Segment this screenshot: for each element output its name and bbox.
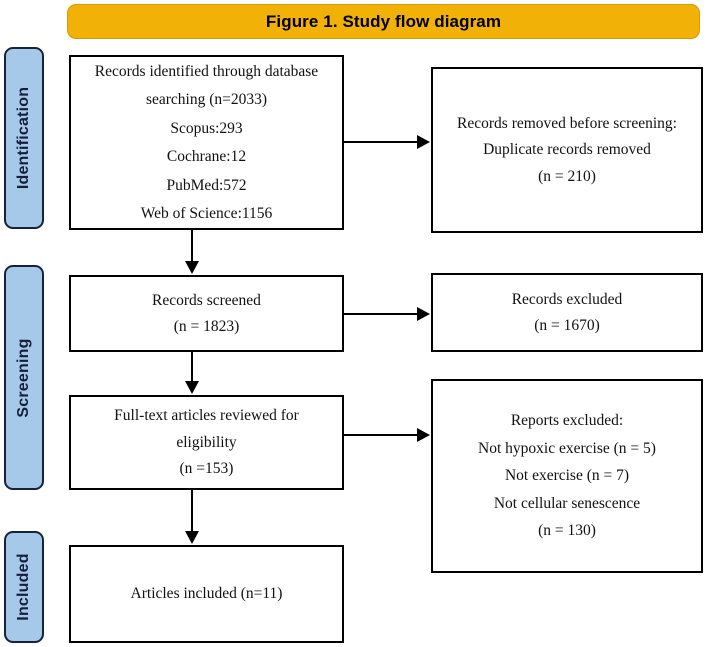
- box-line: (n = 210): [538, 167, 596, 185]
- box-line: Articles included (n=11): [130, 585, 283, 603]
- stage-label-screening: Screening: [15, 337, 32, 418]
- box-line: Not hypoxic exercise (n = 5): [478, 439, 656, 457]
- arrow-down-icon: [185, 381, 199, 394]
- connector-identified-to-screened: [191, 230, 193, 262]
- connector-screened-to-excluded: [344, 313, 418, 315]
- connector-identified-to-removed: [344, 141, 418, 143]
- box-line: Not cellular senescence: [493, 494, 641, 512]
- box-line: Duplicate records removed: [483, 141, 651, 159]
- box-line: Cochrane:12: [166, 148, 247, 165]
- box-records-removed: Records removed before screening: Duplic…: [431, 67, 703, 233]
- box-line: searching (n=2033): [145, 91, 268, 108]
- stage-label-included: Included: [15, 553, 32, 621]
- box-line: (n = 130): [538, 522, 596, 540]
- figure-title-banner: Figure 1. Study flow diagram: [67, 4, 700, 39]
- arrow-right-icon: [417, 428, 430, 442]
- stage-pill-screening: Screening: [4, 265, 44, 490]
- arrow-right-icon: [417, 135, 430, 149]
- box-line: Records removed before screening:: [457, 114, 677, 132]
- box-line: Records screened: [152, 291, 261, 309]
- box-records-identified: Records identified through database sear…: [69, 55, 344, 230]
- box-line: Records identified through database: [94, 62, 319, 80]
- arrow-down-icon: [185, 261, 199, 274]
- stage-label-identification: Identification: [15, 86, 32, 190]
- box-line: (n = 1670): [534, 317, 600, 334]
- box-records-screened: Records screened (n = 1823): [69, 275, 344, 352]
- stage-pill-identification: Identification: [4, 47, 44, 229]
- connector-fulltext-to-included: [191, 490, 193, 532]
- box-fulltext-reviewed: Full-text articles reviewed for eligibil…: [69, 395, 344, 490]
- arrow-right-icon: [417, 307, 430, 321]
- box-records-excluded: Records excluded (n = 1670): [431, 273, 703, 352]
- box-line: (n = 1823): [173, 318, 240, 335]
- box-line: Full-text articles reviewed for: [114, 407, 299, 425]
- page-title: Figure 1. Study flow diagram: [265, 11, 502, 31]
- box-reports-excluded: Reports excluded: Not hypoxic exercise (…: [431, 379, 703, 573]
- box-line: eligibility: [176, 433, 237, 451]
- box-line: PubMed:572: [166, 176, 247, 194]
- box-articles-included: Articles included (n=11): [69, 545, 344, 643]
- connector-screened-to-fulltext: [191, 352, 193, 382]
- connector-fulltext-to-reports: [344, 434, 418, 436]
- box-line: Not exercise (n = 7): [504, 467, 630, 485]
- arrow-down-icon: [185, 531, 199, 544]
- box-line: Reports excluded:: [510, 412, 624, 430]
- box-line: Records excluded: [511, 290, 623, 308]
- stage-pill-included: Included: [4, 531, 44, 643]
- box-line: Scopus:293: [170, 119, 243, 137]
- box-line: (n =153): [179, 460, 234, 478]
- box-line: Web of Science:1156: [140, 205, 273, 222]
